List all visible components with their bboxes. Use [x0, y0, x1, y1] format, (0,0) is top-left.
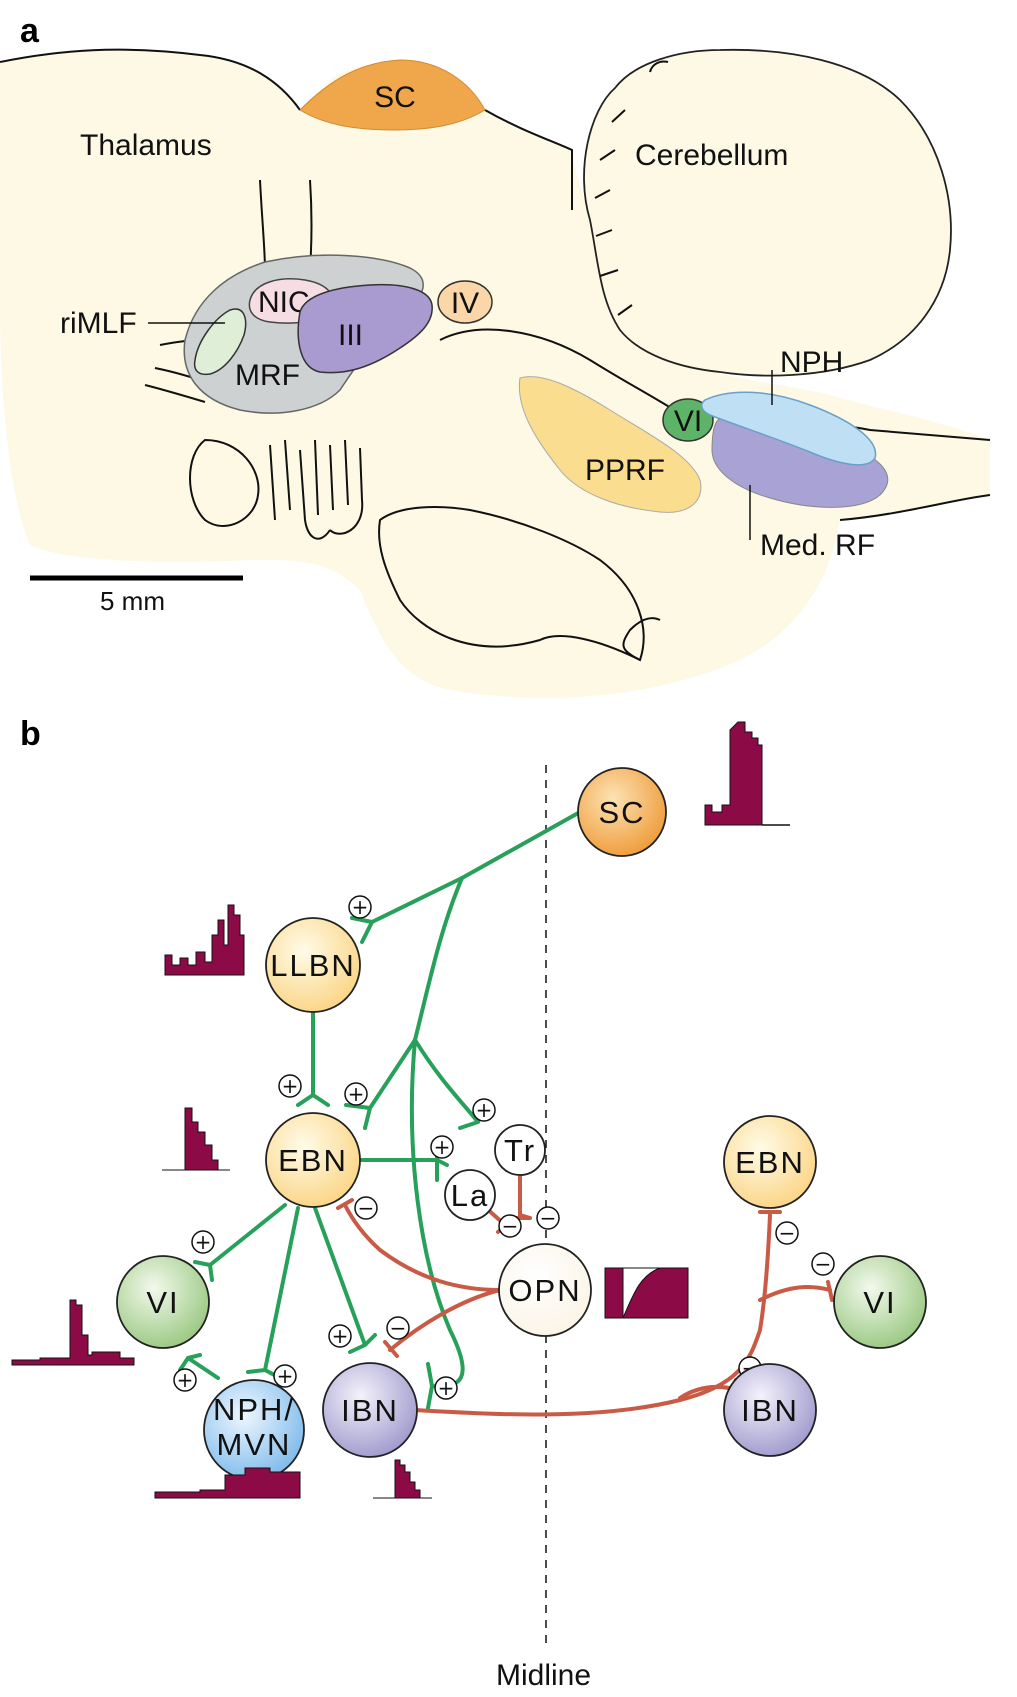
svg-text:+: +: [277, 1364, 294, 1388]
plus-sign: +: [328, 1324, 352, 1348]
med-rf-label: Med. RF: [760, 529, 875, 562]
minus-sign: −: [775, 1221, 799, 1245]
iii-label: III: [338, 319, 363, 352]
scale-bar: 5 mm: [30, 575, 243, 616]
node-ibn-right: IBN: [723, 1363, 817, 1457]
minus-sign: −: [811, 1252, 835, 1276]
node-sc-label: SC: [598, 795, 645, 830]
node-ibn-left-label: IBN: [341, 1393, 399, 1428]
node-vi-left: VI: [116, 1255, 210, 1349]
svg-text:+: +: [195, 1230, 212, 1254]
node-nph-mvn-label-1: NPH/: [213, 1392, 295, 1427]
svg-text:+: +: [332, 1324, 349, 1348]
firing-histogram-vi-left: [11, 1299, 135, 1366]
node-vi-right-label: VI: [863, 1285, 896, 1320]
vi-region-label: VI: [674, 405, 702, 438]
node-vi-left-label: VI: [146, 1285, 179, 1320]
sc-region-label: SC: [374, 81, 416, 114]
pprf-label: PPRF: [585, 454, 665, 487]
svg-text:+: +: [352, 895, 369, 919]
iv-label: IV: [451, 287, 479, 320]
node-llbn-label: LLBN: [270, 948, 356, 983]
firing-histogram-nph-mvn: [154, 1467, 301, 1499]
firing-histogram-ibn-left: [373, 1459, 432, 1499]
svg-text:+: +: [282, 1074, 299, 1098]
node-tr: Tr: [494, 1124, 546, 1176]
plus-sign: +: [273, 1364, 297, 1388]
svg-text:−: −: [502, 1214, 519, 1238]
svg-text:−: −: [390, 1316, 407, 1340]
sc-region: [299, 59, 486, 131]
plus-sign: +: [348, 895, 372, 919]
firing-histogram-llbn: [164, 904, 245, 976]
svg-text:+: +: [177, 1368, 194, 1392]
svg-text:−: −: [540, 1206, 557, 1230]
nph-region: [700, 391, 877, 466]
pprf-region: [518, 376, 702, 513]
plus-sign: +: [430, 1135, 454, 1159]
vi-region: [662, 398, 714, 442]
svg-text:+: +: [434, 1135, 451, 1159]
node-ibn-right-label: IBN: [741, 1393, 799, 1428]
firing-histogram-sc: [704, 721, 763, 826]
cerebellum-label: Cerebellum: [635, 139, 788, 172]
node-ibn-left: IBN: [322, 1362, 418, 1458]
panel-a-label: a: [20, 12, 40, 50]
nph-label: NPH: [780, 346, 843, 379]
node-ebn-right-label: EBN: [735, 1145, 805, 1180]
node-ebn-left: EBN: [265, 1112, 361, 1208]
scale-bar-label: 5 mm: [100, 586, 165, 616]
plus-sign: +: [472, 1098, 496, 1122]
svg-text:+: +: [438, 1376, 455, 1400]
node-ebn-right: EBN: [723, 1115, 817, 1209]
node-nph-mvn: NPH/ MVN: [203, 1379, 305, 1481]
svg-text:+: +: [476, 1098, 493, 1122]
plus-sign: +: [344, 1082, 368, 1106]
node-ebn-left-label: EBN: [278, 1143, 348, 1178]
plus-sign: +: [173, 1368, 197, 1392]
svg-text:−: −: [779, 1221, 796, 1245]
node-llbn: LLBN: [265, 917, 361, 1013]
iv-region: [437, 280, 493, 324]
midline-label: Midline: [496, 1659, 591, 1692]
brainstem-sagittal-section: [0, 48, 991, 698]
node-opn-label: OPN: [508, 1273, 581, 1308]
firing-histogram-ebn-left: [162, 1107, 230, 1171]
node-la-label: La: [451, 1178, 489, 1213]
rimlf-label: riMLF: [60, 307, 137, 340]
node-vi-right: VI: [833, 1255, 927, 1349]
svg-text:+: +: [348, 1082, 365, 1106]
minus-sign: −: [536, 1206, 560, 1230]
iii-region: [297, 283, 433, 374]
minus-sign: −: [386, 1316, 410, 1340]
minus-sign: −: [354, 1196, 378, 1220]
svg-text:−: −: [358, 1196, 375, 1220]
node-nph-mvn-label-2: MVN: [217, 1427, 292, 1462]
plus-sign: +: [434, 1376, 458, 1400]
firing-histogram-opn: [604, 1267, 689, 1319]
panel-b-label: b: [20, 715, 41, 753]
node-opn: OPN: [498, 1243, 592, 1337]
minus-sign: −: [498, 1214, 522, 1238]
node-sc: SC: [577, 767, 667, 857]
plus-sign: +: [191, 1230, 215, 1254]
mrf-label: MRF: [235, 359, 300, 392]
plus-sign: +: [278, 1074, 302, 1098]
node-tr-label: Tr: [504, 1133, 536, 1168]
svg-text:−: −: [815, 1252, 832, 1276]
node-la: La: [444, 1169, 496, 1221]
thalamus-label: Thalamus: [80, 129, 212, 162]
